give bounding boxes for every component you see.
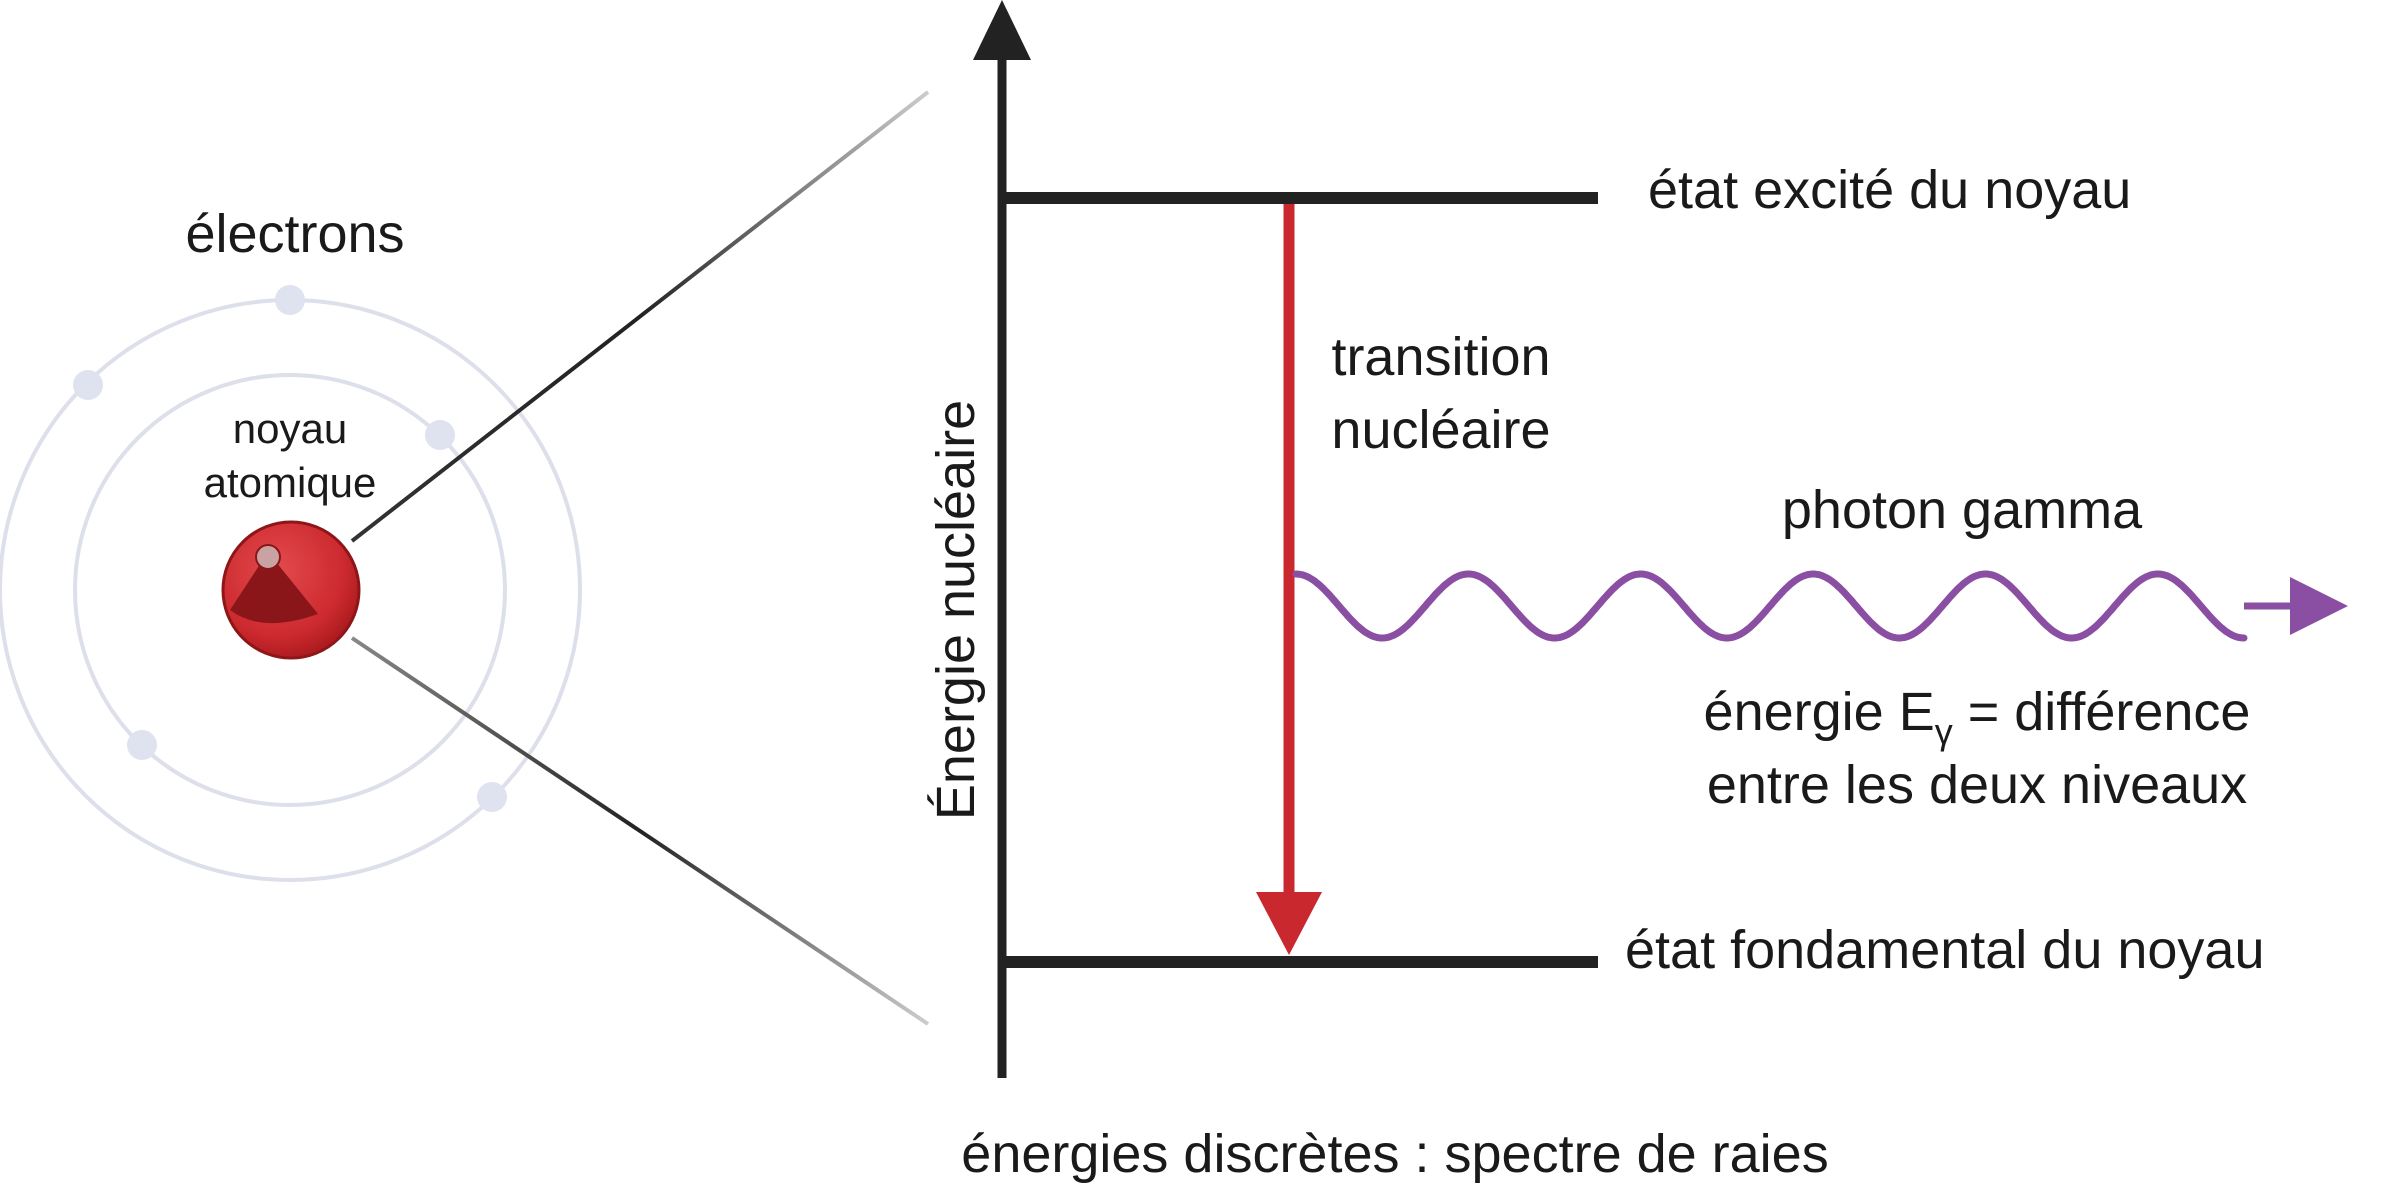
photon-arrowhead-icon (2290, 577, 2348, 635)
transition-label-line2: nucléaire (1331, 400, 1550, 460)
electron (477, 782, 507, 812)
atom-icon: électrons noyau atomique (0, 204, 582, 882)
electron (73, 370, 103, 400)
energy-suffix: = différence (1953, 682, 2251, 742)
ground-state-label: état fondamental du noyau (1625, 920, 2264, 980)
energy-difference-label: énergie Eγ = différence (1704, 682, 2251, 752)
nucleus-label-line1: noyau (233, 405, 347, 452)
energy-axis-label: Énergie nucléaire (926, 400, 986, 820)
zoom-line-bottom (350, 636, 930, 1026)
electrons-label: électrons (185, 204, 404, 264)
photon-label: photon gamma (1782, 480, 2143, 540)
electron (425, 420, 455, 450)
footer-label: énergies discrètes : spectre de raies (961, 1124, 1828, 1184)
transition-arrowhead-icon (1256, 892, 1322, 955)
transition-arrow (1256, 204, 1322, 955)
electron (127, 730, 157, 760)
electron (275, 285, 305, 315)
excited-state-label: état excité du noyau (1648, 160, 2131, 220)
nucleus-sphere-icon (221, 520, 361, 660)
energy-subscript: γ (1935, 711, 1953, 752)
transition-label-line1: transition (1331, 327, 1550, 387)
energy-prefix: énergie E (1704, 682, 1935, 742)
energy-difference-label-line2: entre les deux niveaux (1707, 755, 2247, 815)
axis-arrow-icon (973, 0, 1031, 60)
nucleus-label-line2: atomique (204, 459, 377, 506)
photon-gamma-wave (1292, 570, 2348, 642)
zoom-line-top (350, 90, 930, 543)
inner-orbit (73, 373, 507, 807)
energy-axis (973, 0, 1031, 1078)
